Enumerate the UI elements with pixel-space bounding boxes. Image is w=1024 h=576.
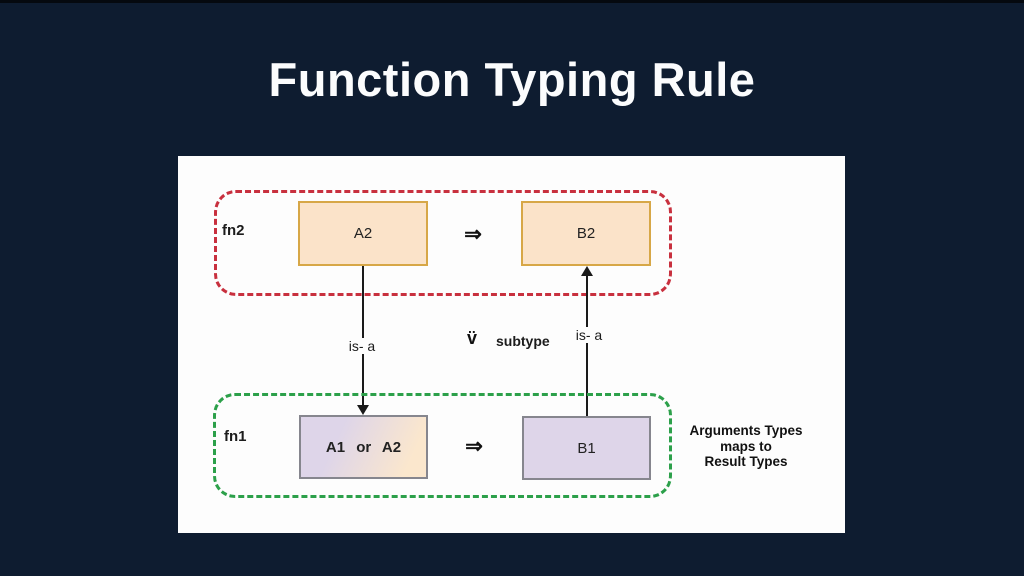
- annotation-line-1: Arguments Types: [689, 423, 803, 438]
- annotation-line-2: maps to: [720, 438, 772, 454]
- box-b2-label: B2: [576, 225, 596, 242]
- box-a2: A2: [298, 201, 428, 266]
- arrowhead-down-icon: [357, 405, 369, 415]
- fn1-label: fn1: [224, 428, 247, 445]
- fn1-group-border: [213, 393, 672, 498]
- box-b1-label: B1: [577, 439, 596, 457]
- fn2-group-border: [214, 190, 672, 296]
- is-a-arrow-right-line: [586, 276, 588, 416]
- box-b2: B2: [521, 201, 651, 266]
- box-a1-or-a2: A1 or A2: [299, 415, 428, 479]
- box-a2-label: A2: [353, 225, 373, 242]
- subtype-label: subtype: [496, 333, 550, 349]
- is-a-arrow-left-line: [362, 266, 364, 406]
- maps-to-arrow-bottom-icon: ⇒: [465, 435, 483, 458]
- slide-title: Function Typing Rule: [268, 53, 756, 106]
- annotation-arguments-types: Arguments Types maps to Result Types: [676, 423, 816, 470]
- fn2-label: fn2: [222, 222, 245, 239]
- box-b1: B1: [522, 416, 651, 480]
- box-a1-or-a2-label: A1 or A2: [325, 438, 402, 456]
- is-a-label-right: is- a: [563, 327, 615, 343]
- arrowhead-up-icon: [581, 266, 593, 276]
- maps-to-arrow-top-icon: ⇒: [464, 223, 482, 246]
- is-a-label-left: is- a: [336, 338, 388, 354]
- diagram-panel: fn2 A2 ⇒ B2 is- a v̈ subtype is- a fn1 A…: [178, 156, 845, 533]
- subtype-symbol-icon: v̈: [467, 328, 478, 348]
- slide-top-edge: [0, 0, 1024, 3]
- annotation-line-3: Result Types: [704, 454, 788, 469]
